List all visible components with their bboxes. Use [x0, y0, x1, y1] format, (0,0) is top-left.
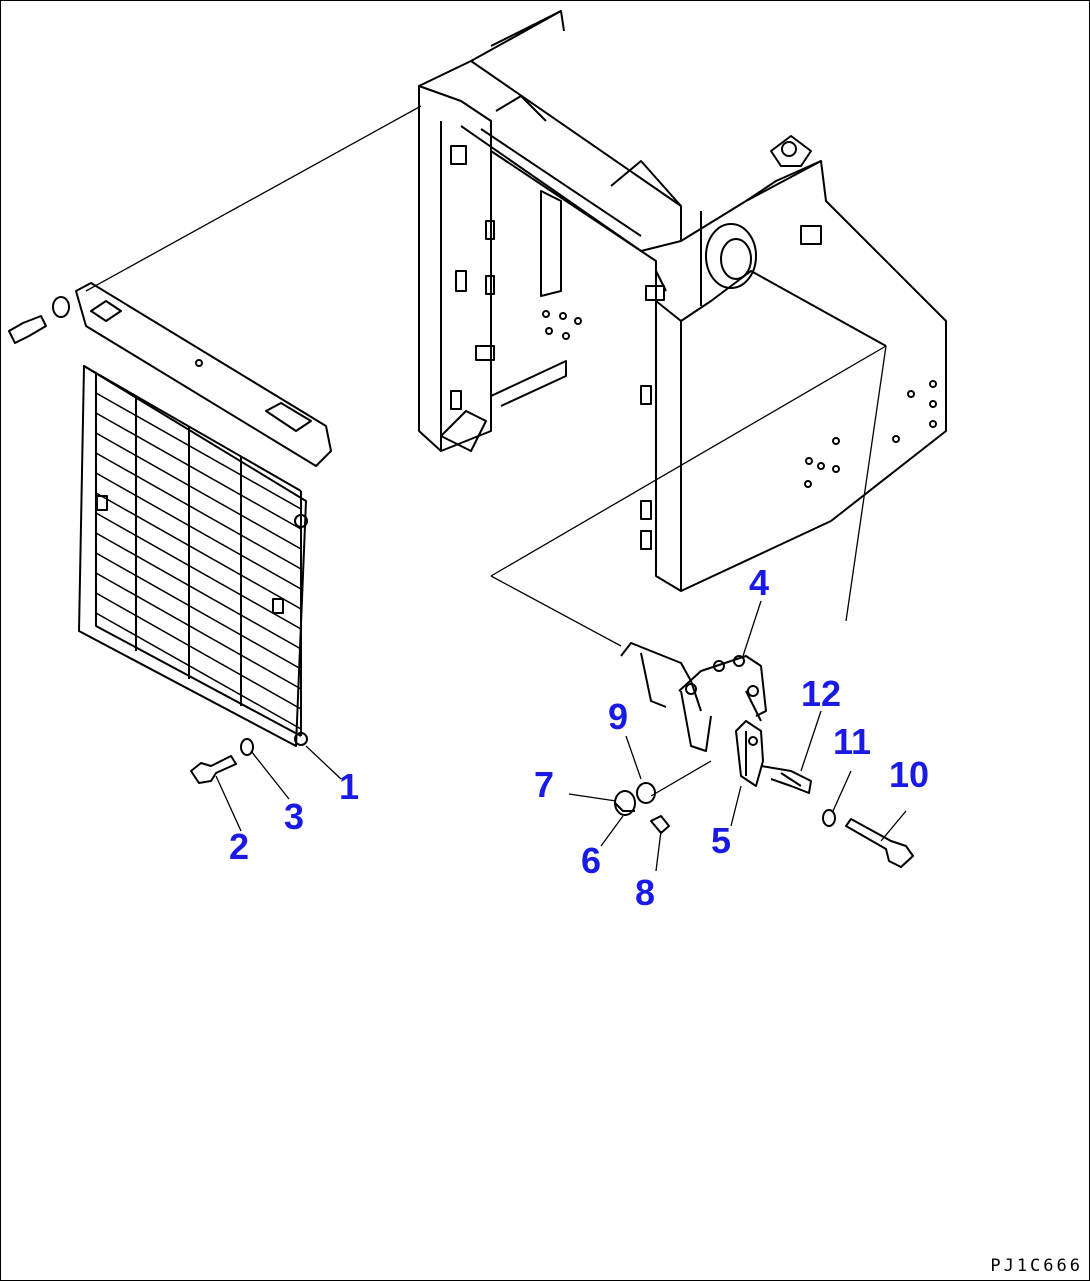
pin-8	[650, 815, 670, 834]
bushing-6-7	[614, 790, 636, 816]
callout-8: 8	[635, 872, 656, 913]
ring-9	[636, 782, 656, 804]
bolt-10	[845, 818, 914, 868]
callout-1: 1	[339, 766, 360, 807]
callout-4: 4	[749, 562, 770, 603]
top-bolt	[8, 296, 70, 344]
callout-5: 5	[711, 820, 732, 861]
washer-3	[240, 738, 254, 756]
upper-mounting-bar	[75, 282, 332, 467]
callout-2: 2	[229, 826, 250, 867]
radiator-frame	[418, 10, 947, 592]
clamp-5	[735, 720, 764, 787]
callout-9: 9	[608, 696, 629, 737]
drawing-code: PJ1C666	[990, 1256, 1083, 1276]
assembly-lines	[85, 105, 907, 872]
fitting-12	[760, 765, 812, 794]
callout-10: 10	[889, 754, 930, 795]
callout-12: 12	[801, 673, 842, 714]
callout-6: 6	[581, 840, 602, 881]
bolt-2	[190, 755, 237, 784]
bracket-4	[620, 642, 767, 752]
callout-3: 3	[284, 796, 305, 837]
grille-panel	[78, 365, 308, 747]
callout-11: 11	[833, 721, 872, 762]
washer-11	[822, 809, 836, 827]
callout-7: 7	[534, 764, 555, 805]
